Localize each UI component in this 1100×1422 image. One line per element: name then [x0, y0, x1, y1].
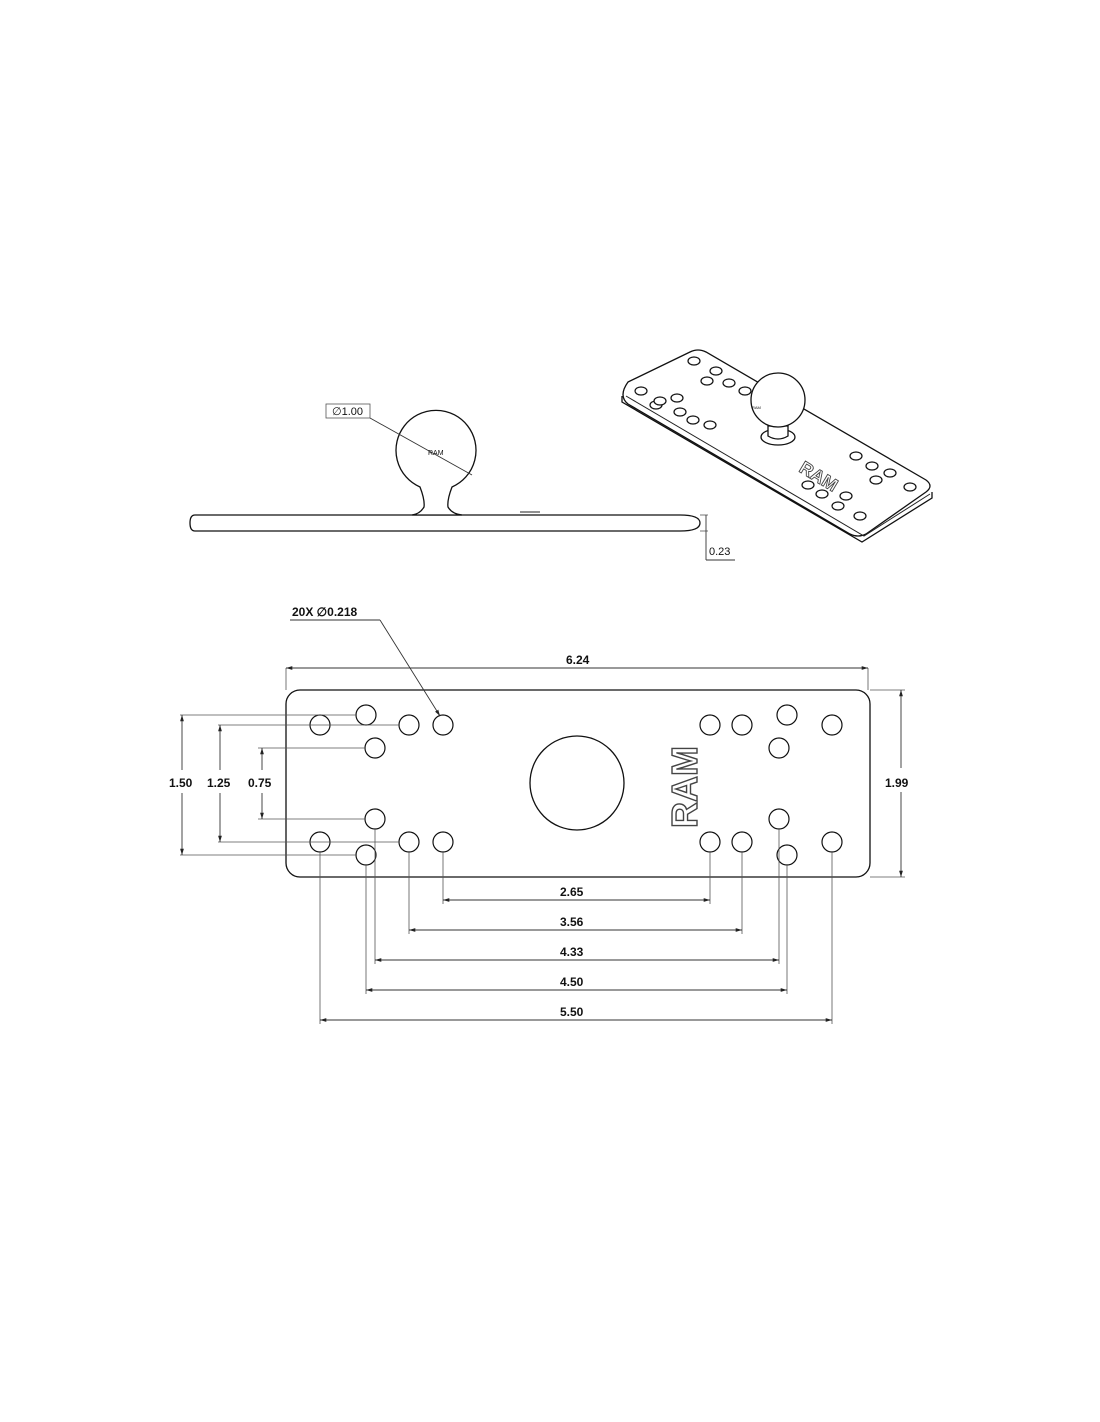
overall-width-label: 1.99: [885, 776, 909, 790]
hole: [768, 808, 790, 830]
hole: [731, 714, 753, 736]
vertical-dim-1-25: 1.25: [207, 776, 231, 790]
hole: [699, 831, 721, 853]
thickness-label: 0.23: [709, 546, 730, 558]
ball-diameter-leader: [369, 417, 473, 476]
hole: [398, 714, 420, 736]
vertical-dim-1-50: 1.50: [169, 776, 193, 790]
vertical-dim-0-75: 0.75: [248, 776, 272, 790]
top-view: RAM 20X ∅0.218 6.24 1.99 1.50 1.25: [169, 605, 909, 1024]
mounting-holes: [309, 704, 843, 866]
iso-holes: [634, 356, 917, 521]
hole: [432, 714, 454, 736]
horizontal-dim-2-65: 2.65: [560, 885, 584, 899]
hole: [731, 831, 753, 853]
hole: [364, 808, 386, 830]
hole: [768, 737, 790, 759]
side-ball-logo: RAM: [428, 450, 444, 457]
hole: [776, 844, 798, 866]
hole: [364, 737, 386, 759]
hole-callout: 20X ∅0.218: [292, 605, 357, 619]
overall-length-label: 6.24: [566, 653, 590, 667]
hole: [355, 844, 377, 866]
horizontal-dim-5-50: 5.50: [560, 1005, 584, 1019]
hole: [699, 714, 721, 736]
horizontal-dim-4-50: 4.50: [560, 975, 584, 989]
hole: [776, 704, 798, 726]
hole: [432, 831, 454, 853]
iso-ball: [750, 372, 806, 428]
ball-diameter-label: ∅1.00: [332, 406, 363, 418]
center-ball-opening: [529, 735, 625, 831]
side-view: RAM ∅1.00 0.23: [189, 403, 735, 561]
hole: [821, 831, 843, 853]
side-plate: [189, 514, 701, 532]
side-ball: [395, 409, 477, 516]
hole: [398, 831, 420, 853]
hole: [821, 714, 843, 736]
iso-ball-logo: RAM: [752, 405, 761, 410]
top-logo: RAM: [664, 746, 705, 828]
hole: [355, 704, 377, 726]
horizontal-dim-3-56: 3.56: [560, 915, 584, 929]
iso-view: RAM RAM: [621, 349, 933, 543]
horizontal-dim-4-33: 4.33: [560, 945, 584, 959]
